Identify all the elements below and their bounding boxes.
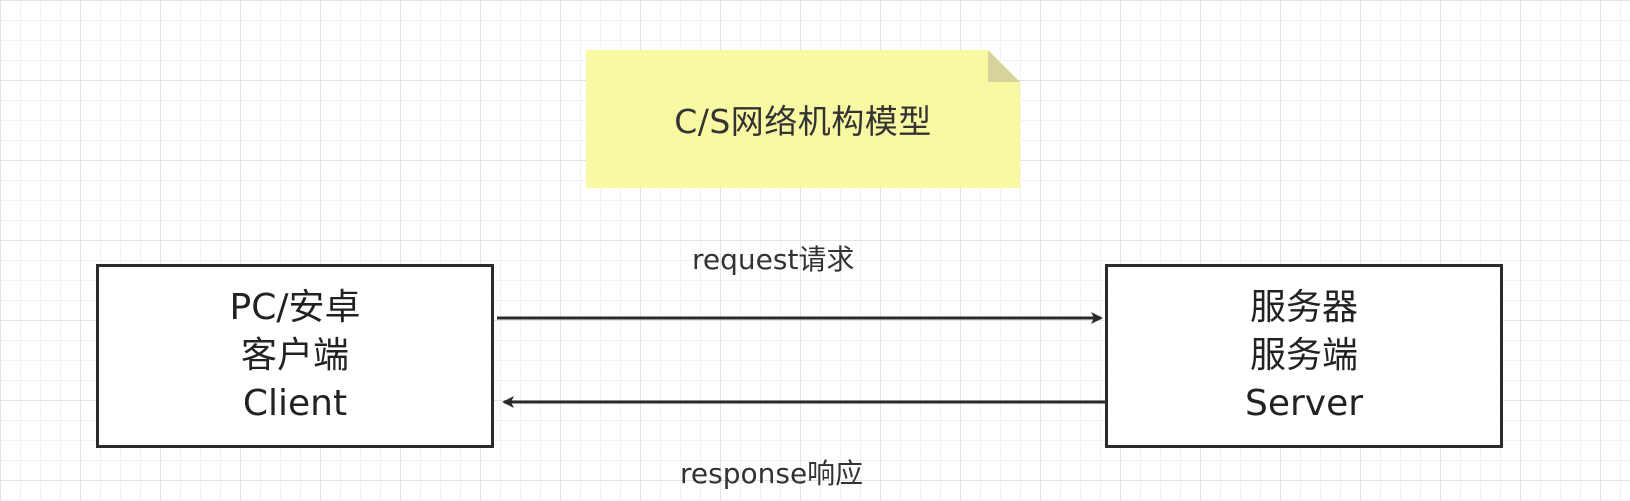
title-note: C/S网络机构模型: [586, 50, 1020, 188]
server-line-3: Server: [1244, 383, 1364, 424]
note-body: [586, 50, 1020, 188]
note-fold: [988, 50, 1020, 82]
client-node: PC/安卓 客户端 Client: [96, 264, 494, 448]
request-label: request请求: [692, 243, 855, 276]
server-node: 服务器 服务端 Server: [1105, 264, 1503, 448]
server-line-1: 服务器: [1249, 287, 1358, 328]
note-shape: [586, 50, 1020, 188]
client-line-2: 客户端: [240, 335, 349, 376]
response-label: response响应: [680, 457, 864, 490]
client-line-3: Client: [242, 383, 348, 424]
client-line-1: PC/安卓: [229, 287, 361, 328]
server-line-2: 服务端: [1249, 335, 1358, 376]
note-title: C/S网络机构模型: [674, 102, 932, 141]
